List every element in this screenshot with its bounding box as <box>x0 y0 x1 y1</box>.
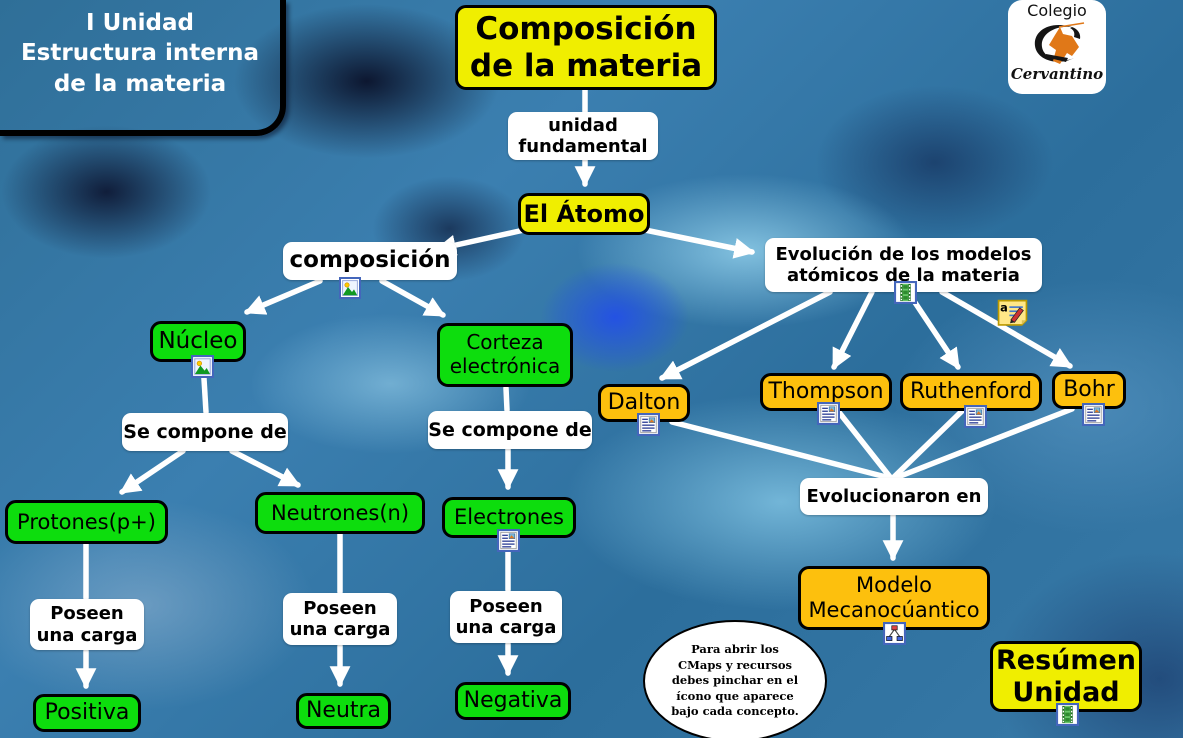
link-phrase-poseen-una-carga-protones: Poseen una carga <box>30 599 144 650</box>
help-note-text: Para abrir los CMaps y recursos debes pi… <box>671 642 799 719</box>
node-positiva[interactable]: Positiva <box>33 694 141 732</box>
unit-banner-frame <box>0 0 286 136</box>
help-note-ellipse: Para abrir los CMaps y recursos debes pi… <box>643 620 827 738</box>
document-icon[interactable] <box>1082 403 1105 426</box>
link-phrase-se-compone-de-corteza: Se compone de <box>428 411 592 449</box>
link-phrase-composicion: composición <box>283 242 457 280</box>
note-icon[interactable] <box>997 299 1028 326</box>
node-composicion-de-la-materia[interactable]: Composición de la materia <box>455 5 717 90</box>
document-icon[interactable] <box>964 405 987 428</box>
node-neutrones[interactable]: Neutrones(n) <box>255 492 425 534</box>
node-neutra[interactable]: Neutra <box>296 693 391 729</box>
link-phrase-poseen-una-carga-neutrones: Poseen una carga <box>283 593 397 645</box>
image-icon[interactable] <box>339 277 361 299</box>
node-el-atomo[interactable]: El Átomo <box>518 193 650 235</box>
node-modelo-mecanocuantico[interactable]: Modelo Mecanocúantico <box>798 566 990 630</box>
unit-banner-title: I Unidad Estructura interna de la materi… <box>20 10 260 97</box>
document-icon[interactable] <box>637 413 660 436</box>
school-logo: Colegio Cervantino <box>1008 0 1106 94</box>
document-icon[interactable] <box>817 402 840 425</box>
logo-text-colegio: Colegio <box>1027 1 1087 20</box>
video-icon[interactable] <box>1056 703 1079 726</box>
document-icon[interactable] <box>497 529 520 552</box>
link-phrase-poseen-una-carga-electrones: Poseen una carga <box>450 591 562 643</box>
node-resumen-unidad[interactable]: Resúmen Unidad <box>990 641 1142 712</box>
video-icon[interactable] <box>894 281 917 304</box>
link-phrase-unidad-fundamental: unidad fundamental <box>508 112 658 160</box>
don-quixote-emblem-icon <box>1026 20 1088 68</box>
node-protones[interactable]: Protones(p+) <box>5 500 168 544</box>
cmap-icon[interactable] <box>883 622 906 645</box>
link-phrase-evolucionaron-en: Evolucionaron en <box>800 478 988 515</box>
node-corteza-electronica[interactable]: Corteza electrónica <box>437 323 573 387</box>
logo-text-cervantino: Cervantino <box>1010 65 1104 83</box>
node-negativa[interactable]: Negativa <box>455 682 571 720</box>
link-phrase-se-compone-de-nucleo: Se compone de <box>122 413 288 451</box>
image-icon[interactable] <box>191 355 214 378</box>
node-bohr[interactable]: Bohr <box>1052 371 1126 409</box>
